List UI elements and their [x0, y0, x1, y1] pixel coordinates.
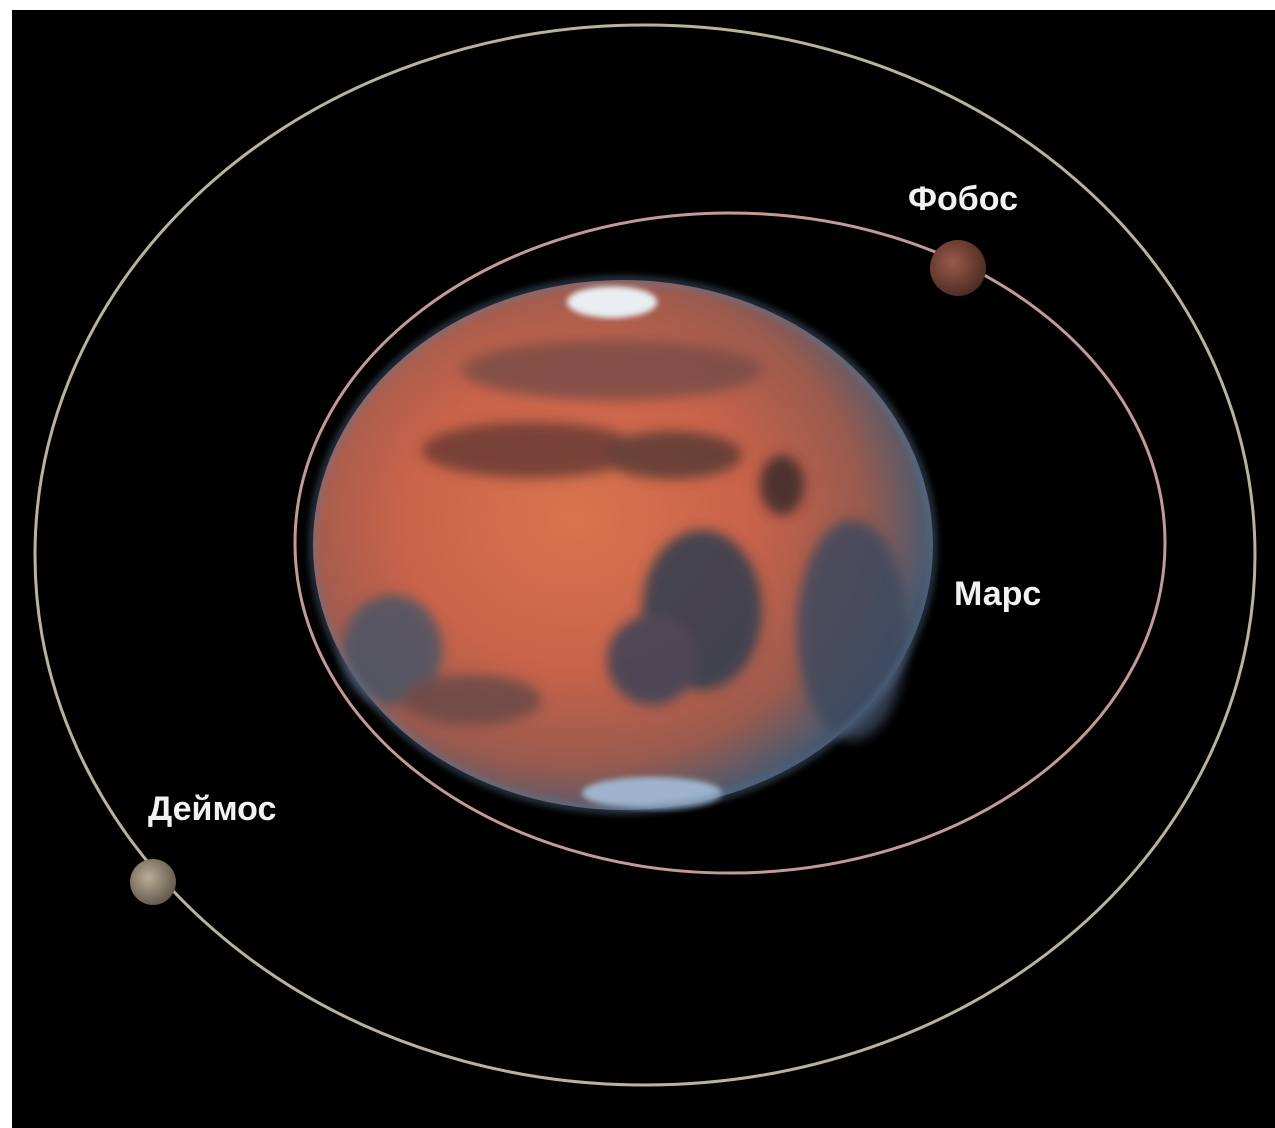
phobos-moon	[930, 240, 986, 296]
mars-label: Марс	[954, 575, 1041, 613]
deimos-orbit	[33, 23, 1257, 1087]
phobos-orbit	[293, 211, 1167, 875]
deimos-moon	[130, 859, 176, 905]
diagram-frame: Фобос Марс Деймос	[12, 10, 1275, 1128]
mars-planet	[308, 275, 938, 815]
deimos-label: Деймос	[148, 790, 276, 828]
phobos-label: Фобос	[908, 180, 1018, 218]
mars-moons-diagram: Фобос Марс Деймос	[33, 23, 1257, 1087]
